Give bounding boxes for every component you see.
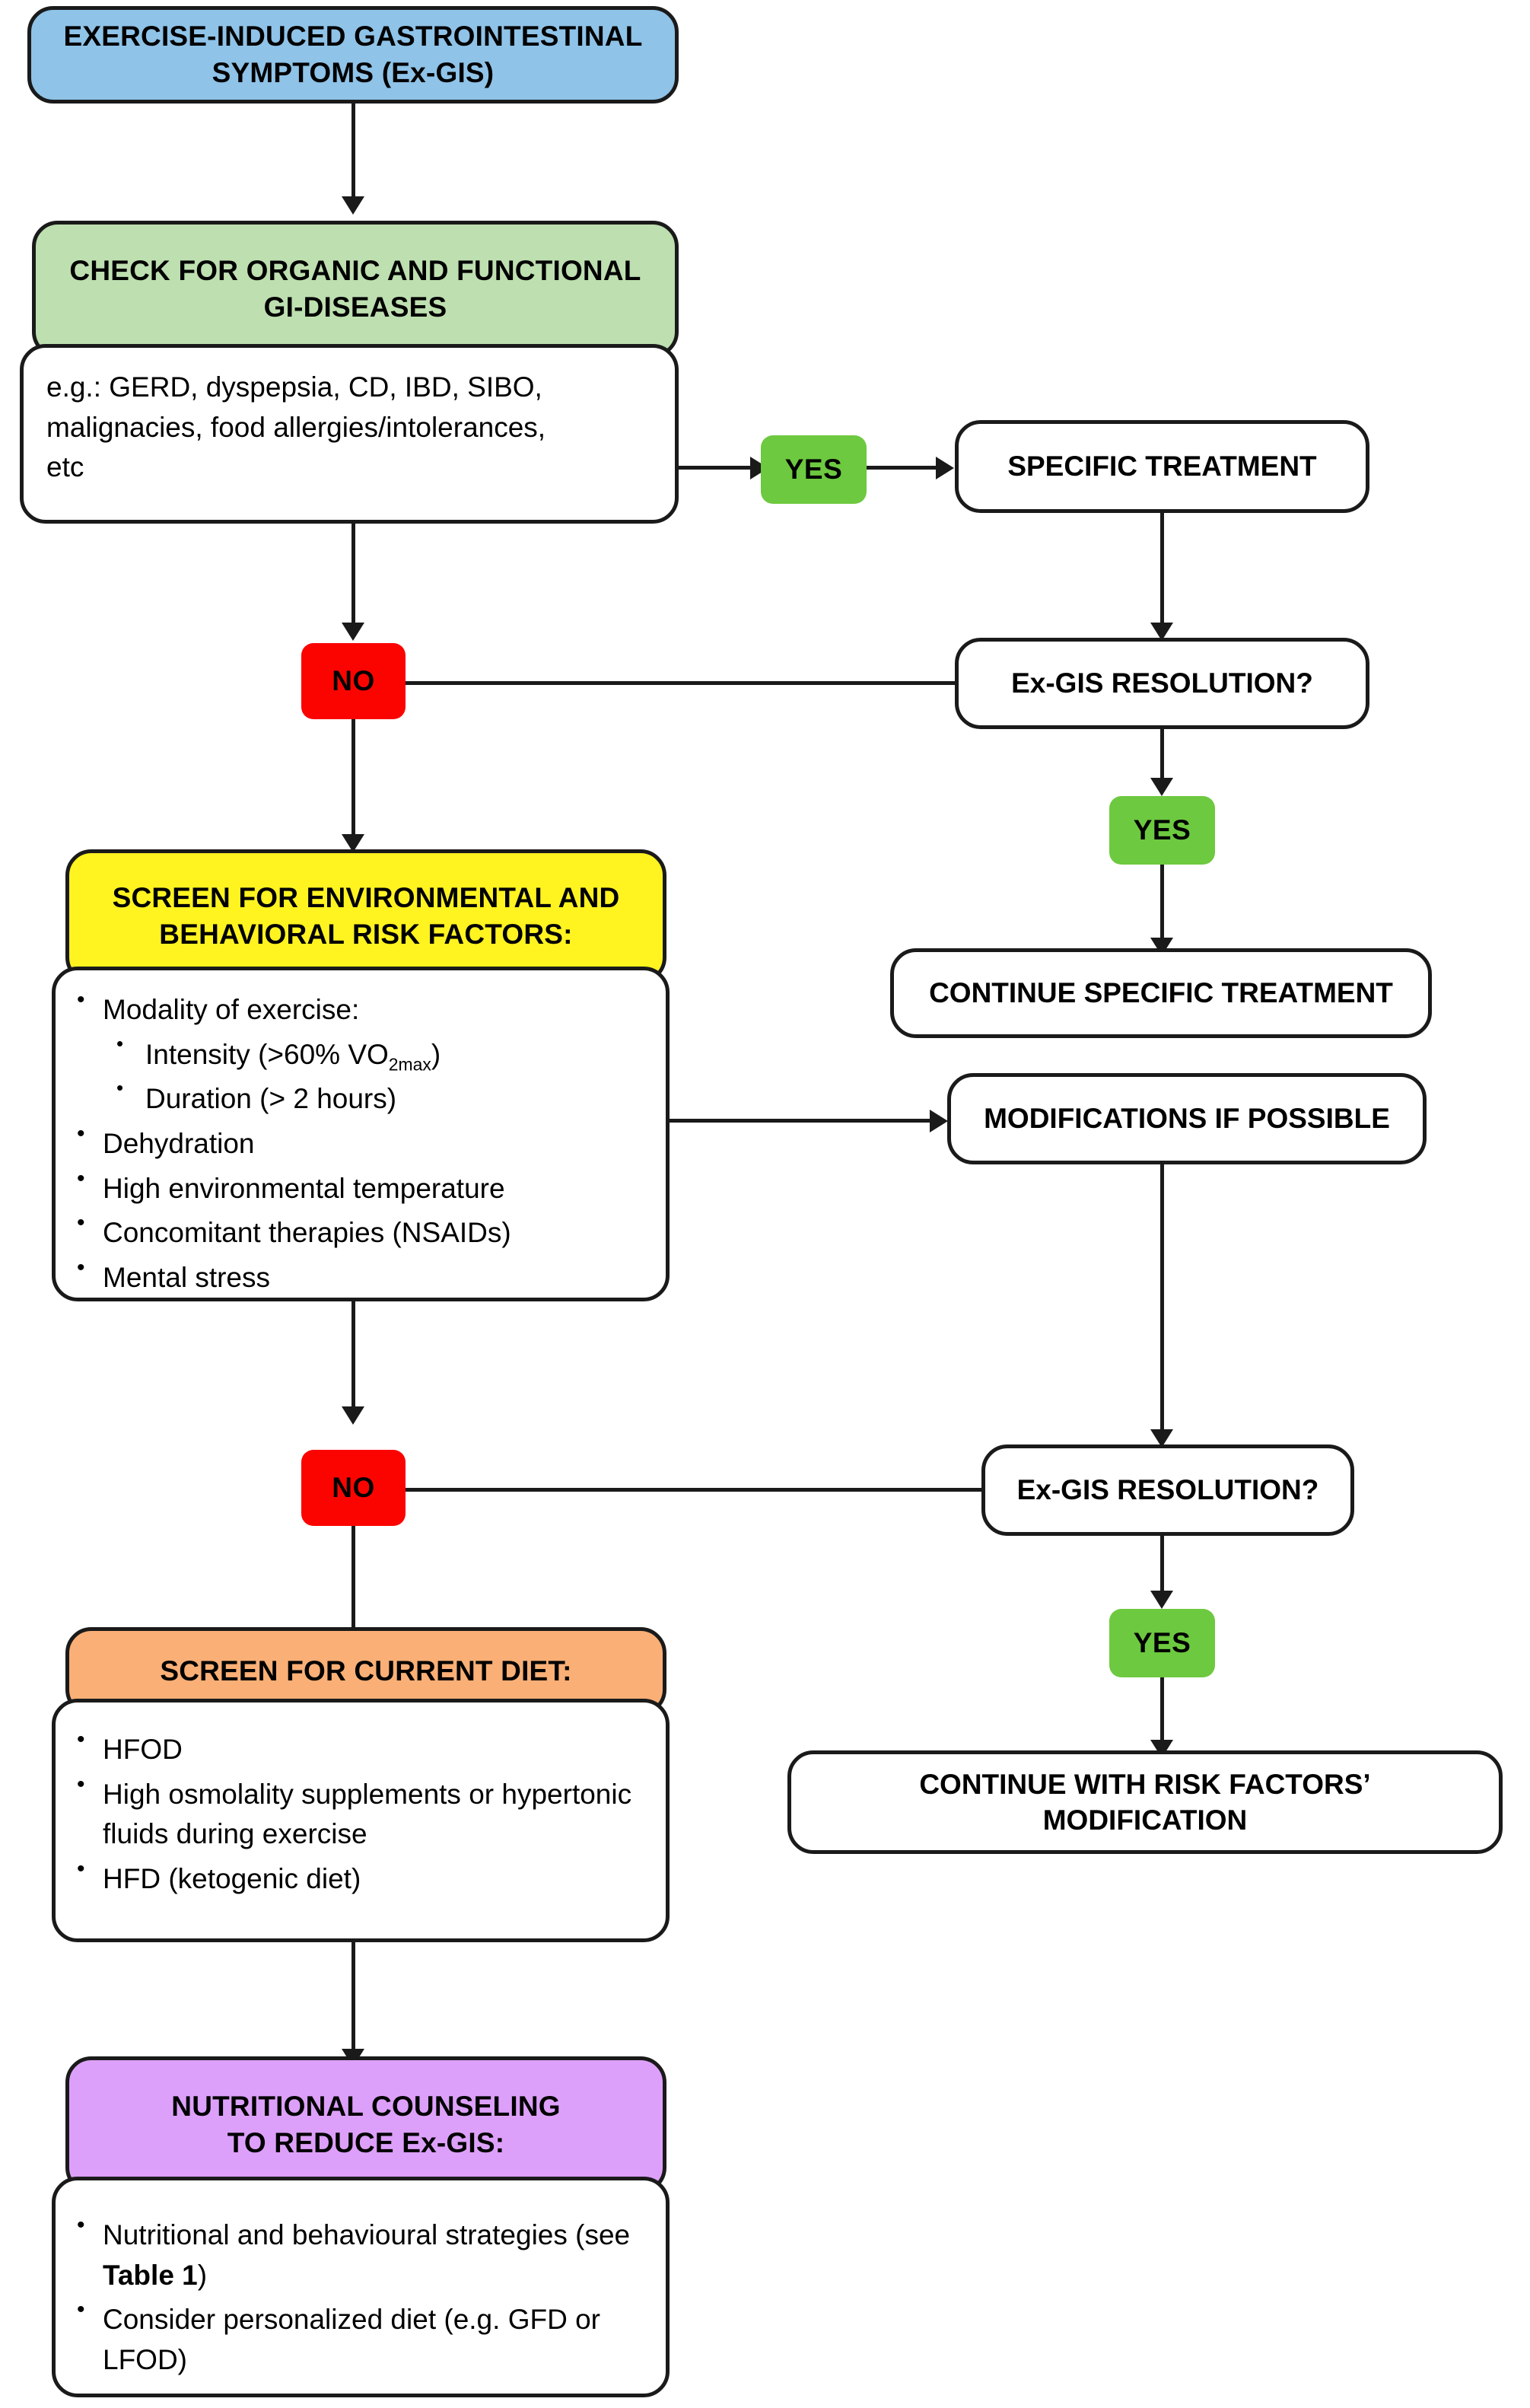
connector-yes1-to-specific: [867, 466, 950, 470]
list-item: Consider personalized diet (e.g. GFD or …: [69, 2298, 643, 2380]
node-check-diseases-header: CHECK FOR ORGANIC AND FUNCTIONAL GI-DISE…: [32, 221, 679, 358]
connector-res1-to-yes2: [1160, 729, 1164, 790]
node-resolution-2: Ex-GIS RESOLUTION?: [981, 1444, 1354, 1536]
connector-res1-to-no1: [365, 681, 955, 685]
connector-specific-to-res1: [1160, 513, 1164, 629]
connector-no1-to-screen-risk: [351, 719, 355, 841]
resolution-2-label: Ex-GIS RESOLUTION?: [1016, 1474, 1319, 1506]
counseling-item2: Consider personalized diet (e.g. GFD or …: [103, 2304, 600, 2375]
badge-yes-1-label: YES: [784, 454, 843, 485]
connector-res2-to-yes3: [1160, 1536, 1164, 1603]
node-nutritional-counseling-header: NUTRITIONAL COUNSELING TO REDUCE Ex-GIS:: [65, 2056, 666, 2193]
node-start-line1: EXERCISE-INDUCED GASTROINTESTINAL: [63, 20, 643, 52]
list-item: Concomitant therapies (NSAIDs): [69, 1212, 511, 1253]
modifications-label: MODIFICATIONS IF POSSIBLE: [984, 1103, 1390, 1135]
check-diseases-line1: CHECK FOR ORGANIC AND FUNCTIONAL: [69, 254, 641, 286]
resolution-1-label: Ex-GIS RESOLUTION?: [1011, 667, 1313, 699]
badge-no-2-label: NO: [332, 1472, 375, 1503]
check-diseases-line2: GI-DISEASES: [263, 291, 447, 323]
node-screen-diet-body: HFOD High osmolality supplements or hype…: [52, 1699, 670, 1942]
screen-risk-list: Modality of exercise: Intensity (>60% VO…: [69, 989, 511, 1302]
arrowhead-screen-risk-to-no2: [342, 1406, 364, 1425]
counseling-item1-bold: Table 1: [103, 2259, 198, 2291]
connector-yes2-to-continue: [1160, 865, 1164, 947]
risk-item-1: Dehydration: [103, 1128, 255, 1160]
risk-item-3: Concomitant therapies (NSAIDs): [103, 1217, 511, 1249]
connector-check-to-no1: [351, 524, 355, 630]
counseling-list: Nutritional and behavioural strategies (…: [69, 2214, 643, 2384]
diet-item-0: HFOD: [103, 1734, 183, 1765]
connector-check-to-yes1: [677, 466, 759, 470]
badge-no-2: NO: [301, 1450, 406, 1526]
risk-sub-0-post: ): [431, 1038, 441, 1070]
connector-screen-diet-to-counseling: [351, 1942, 355, 2058]
diet-item-2: HFD (ketogenic diet): [103, 1862, 361, 1894]
list-item: Mental stress: [69, 1257, 511, 1298]
risk-sub-1-pre: Duration (> 2 hours): [145, 1083, 397, 1115]
list-item: High environmental temperature: [69, 1167, 511, 1209]
badge-yes-3-label: YES: [1133, 1627, 1191, 1658]
node-start: EXERCISE-INDUCED GASTROINTESTINAL SYMPTO…: [27, 6, 679, 104]
check-diseases-body-line2: malignacies, food allergies/intolerances…: [46, 411, 546, 443]
list-item: Dehydration: [69, 1123, 511, 1164]
screen-risk-line1: SCREEN FOR ENVIRONMENTAL AND: [112, 881, 620, 913]
list-item: Intensity (>60% VO2max): [103, 1034, 511, 1077]
badge-yes-2-label: YES: [1133, 814, 1191, 846]
screen-risk-line2: BEHAVIORAL RISK FACTORS:: [159, 919, 573, 950]
node-start-line2: SYMPTOMS (Ex-GIS): [212, 57, 495, 88]
screen-diet-title: SCREEN FOR CURRENT DIET:: [160, 1655, 572, 1687]
connector-no2-to-screen-diet: [351, 1526, 355, 1639]
badge-no-1: NO: [301, 643, 406, 719]
risk-item-2: High environmental temperature: [103, 1172, 505, 1204]
risk-item-4: Mental stress: [103, 1261, 271, 1293]
node-screen-risk-header: SCREEN FOR ENVIRONMENTAL AND BEHAVIORAL …: [65, 849, 666, 983]
risk-item-0: Modality of exercise:: [103, 994, 360, 1025]
node-specific-treatment: SPECIFIC TREATMENT: [955, 420, 1369, 513]
node-continue-specific-treatment: CONTINUE SPECIFIC TREATMENT: [890, 948, 1432, 1038]
arrowhead-res2-to-yes3: [1150, 1591, 1173, 1609]
node-resolution-1: Ex-GIS RESOLUTION?: [955, 638, 1369, 729]
counseling-line2: TO REDUCE Ex-GIS:: [227, 2127, 505, 2158]
specific-treatment-label: SPECIFIC TREATMENT: [1007, 451, 1317, 483]
list-item: Nutritional and behavioural strategies (…: [69, 2214, 643, 2295]
continue-risk-line1: CONTINUE WITH RISK FACTORS’: [919, 1768, 1371, 1800]
screen-diet-list: HFOD High osmolality supplements or hype…: [69, 1728, 643, 1903]
list-item: Duration (> 2 hours): [103, 1078, 511, 1120]
continue-specific-treatment-label: CONTINUE SPECIFIC TREATMENT: [929, 977, 1393, 1009]
arrowhead-screen-risk-to-modifications: [930, 1110, 948, 1132]
risk-sub-0-pre: Intensity (>60% VO: [145, 1038, 389, 1070]
connector-start-to-check: [351, 104, 355, 202]
node-modifications: MODIFICATIONS IF POSSIBLE: [947, 1073, 1427, 1164]
badge-yes-3: YES: [1109, 1609, 1215, 1677]
list-item: HFOD: [69, 1728, 643, 1770]
counseling-line1: NUTRITIONAL COUNSELING: [171, 2090, 561, 2122]
check-diseases-body-line1: e.g.: GERD, dyspepsia, CD, IBD, SIBO,: [46, 371, 542, 403]
risk-sub-0-sub: 2max: [388, 1053, 431, 1074]
arrowhead-check-to-no1: [342, 623, 364, 641]
counseling-item1-pre: Nutritional and behavioural strategies (…: [103, 2219, 631, 2250]
list-item: High osmolality supplements or hypertoni…: [69, 1773, 643, 1855]
diet-item-1: High osmolality supplements or hypertoni…: [103, 1778, 632, 1850]
connector-modifications-to-res2: [1160, 1164, 1164, 1437]
check-diseases-body-line3: etc: [46, 451, 84, 483]
arrowhead-yes1-to-specific: [936, 457, 954, 479]
counseling-item1-post: ): [197, 2259, 208, 2291]
list-item: Modality of exercise: Intensity (>60% VO…: [69, 989, 511, 1120]
connector-screen-risk-to-no2: [351, 1301, 355, 1414]
node-screen-risk-body: Modality of exercise: Intensity (>60% VO…: [52, 967, 670, 1301]
connector-res2-to-no2: [365, 1488, 983, 1492]
arrowhead-res1-to-yes2: [1150, 778, 1173, 796]
badge-yes-1: YES: [761, 435, 867, 504]
list-item: HFD (ketogenic diet): [69, 1858, 643, 1900]
arrowhead-start-to-check: [342, 196, 364, 215]
node-check-diseases-body: e.g.: GERD, dyspepsia, CD, IBD, SIBO, ma…: [20, 344, 679, 524]
node-continue-risk-modification: CONTINUE WITH RISK FACTORS’ MODIFICATION: [787, 1750, 1503, 1854]
continue-risk-line2: MODIFICATION: [1042, 1804, 1248, 1836]
screen-risk-sublist: Intensity (>60% VO2max) Duration (> 2 ho…: [103, 1034, 511, 1120]
badge-no-1-label: NO: [332, 665, 375, 696]
connector-yes3-to-continue-risk: [1160, 1677, 1164, 1749]
badge-yes-2: YES: [1109, 796, 1215, 865]
node-nutritional-counseling-body: Nutritional and behavioural strategies (…: [52, 2177, 670, 2397]
connector-screen-risk-to-modifications: [668, 1119, 942, 1123]
